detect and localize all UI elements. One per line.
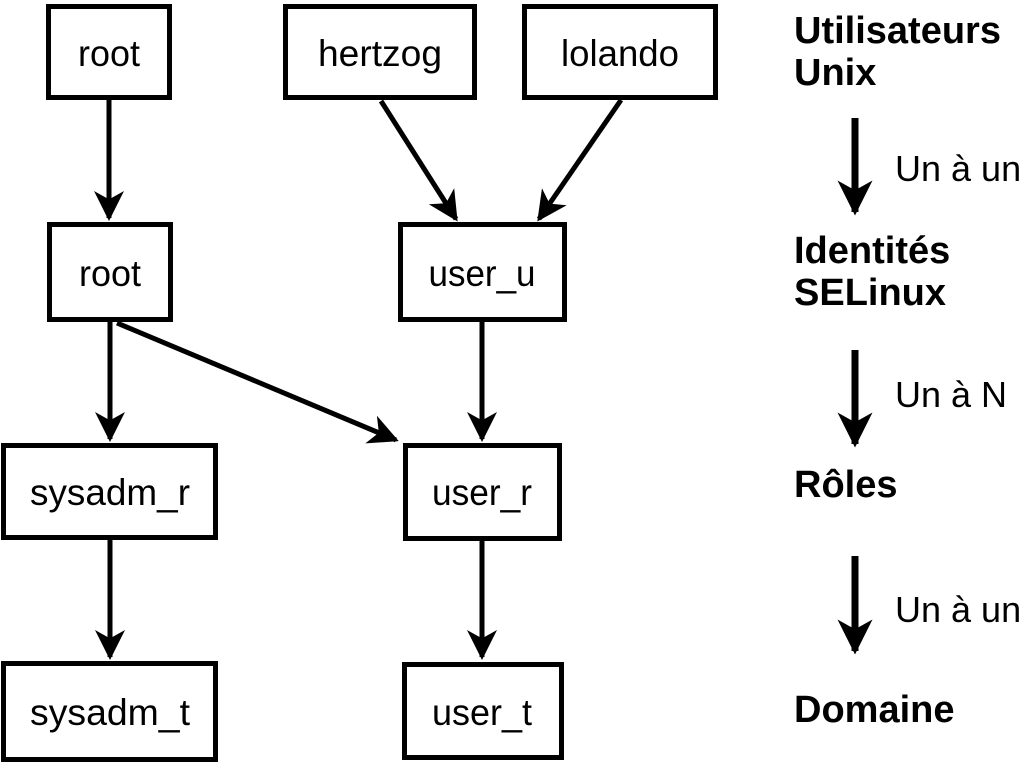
edge-selinux-root-to-user-r bbox=[116, 320, 399, 444]
node-label-sysadm-r: sysadm_r bbox=[30, 472, 190, 513]
legend-roles-heading: Rôles bbox=[794, 464, 897, 506]
legend-mapping-roles-to-domain: Un à un bbox=[895, 589, 1021, 630]
node-box-selinux-root bbox=[47, 222, 173, 322]
legend-mapping-unix-to-selinux: Un à un bbox=[895, 148, 1021, 189]
node-label-user-u: user_u bbox=[429, 253, 536, 294]
node-label-unix-root: root bbox=[78, 33, 141, 74]
edge-lolando-to-user-u bbox=[536, 98, 624, 222]
node-label-sysadm-t: sysadm_t bbox=[30, 692, 191, 733]
node-box-user-t bbox=[402, 662, 564, 760]
node-box-hertzog bbox=[283, 4, 477, 100]
legend-domain-heading: Domaine bbox=[794, 689, 954, 731]
node-label-user-t: user_t bbox=[432, 692, 533, 733]
legend-mapping-selinux-to-roles: Un à N bbox=[895, 374, 1007, 415]
node-label-selinux-root: root bbox=[79, 253, 142, 294]
node-box-unix-root bbox=[46, 4, 172, 100]
legend-unix-users-line1: Utilisateurs bbox=[794, 10, 1001, 52]
node-box-user-r bbox=[403, 443, 562, 541]
node-box-lolando bbox=[522, 4, 718, 100]
node-label-hertzog: hertzog bbox=[318, 33, 442, 74]
node-box-sysadm-t bbox=[1, 661, 218, 762]
legend-selinux-identities-line1: Identités bbox=[794, 230, 950, 272]
legend-selinux-identities-line2: SELinux bbox=[794, 272, 946, 314]
node-box-sysadm-r bbox=[1, 443, 218, 540]
node-box-user-u bbox=[398, 222, 567, 322]
edge-hertzog-to-user-u bbox=[378, 99, 459, 222]
node-label-user-r: user_r bbox=[432, 472, 532, 513]
legend-unix-users-line2: Unix bbox=[794, 52, 876, 94]
node-label-lolando: lolando bbox=[561, 33, 679, 74]
